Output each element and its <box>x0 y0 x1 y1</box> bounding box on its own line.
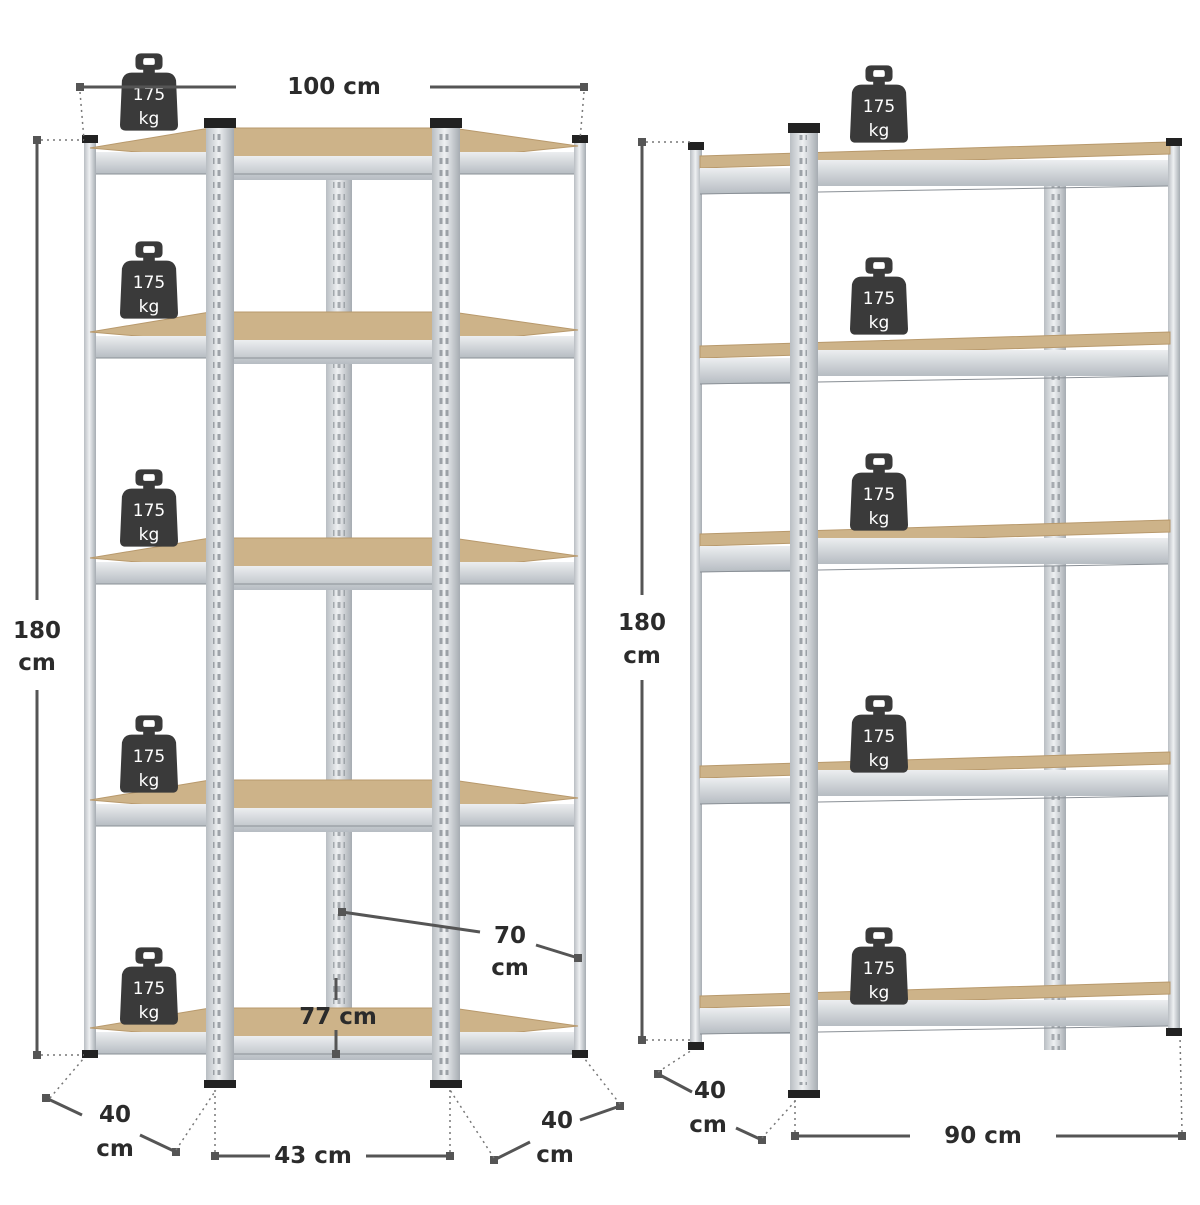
load-unit: kg <box>869 751 890 771</box>
load-value: 175 <box>863 97 895 117</box>
straight-shelf-1 <box>699 141 1171 195</box>
straight-shelf-3 <box>699 519 1171 573</box>
corner-width-label: 100 cm <box>287 74 381 100</box>
load-unit: kg <box>139 297 160 317</box>
dimension-lines <box>33 83 1186 1164</box>
rear-right-post-right-unit <box>1168 140 1180 1035</box>
load-value: 175 <box>863 289 895 309</box>
corner-left-depth-unit: cm <box>96 1136 134 1162</box>
corner-height-unit: cm <box>18 650 56 676</box>
straight-height-value: 180 <box>618 610 666 636</box>
rear-right-post <box>574 140 586 1055</box>
weight-icon: 175 kg <box>120 53 178 131</box>
straight-shelf-4 <box>699 751 1171 805</box>
load-unit: kg <box>139 1003 160 1023</box>
load-unit: kg <box>869 121 890 141</box>
weight-icon: 175 kg <box>850 695 908 773</box>
weight-icon: 175 kg <box>850 257 908 335</box>
straight-depth-value: 40 <box>694 1078 726 1104</box>
weight-icon: 175 kg <box>120 947 178 1025</box>
straight-height-unit: cm <box>623 643 661 669</box>
load-unit: kg <box>139 109 160 129</box>
load-unit: kg <box>869 983 890 1003</box>
corner-left-depth-value: 40 <box>99 1102 131 1128</box>
load-unit: kg <box>869 509 890 529</box>
corner-shelf-2 <box>89 311 579 364</box>
weight-icon: 175 kg <box>120 469 178 547</box>
weight-icon: 175 kg <box>120 715 178 793</box>
load-capacity-badges: 175 kg 175 kg 175 kg 175 kg 175 kg 175 kg 175 kg 175 kg… <box>120 53 908 1025</box>
weight-icon: 175 kg <box>120 241 178 319</box>
corner-right-depth-value: 40 <box>541 1108 573 1134</box>
corner-shelving-unit <box>82 118 588 1088</box>
straight-shelf-5 <box>699 981 1171 1035</box>
load-value: 175 <box>133 747 165 767</box>
straight-width-label: 90 cm <box>944 1123 1022 1149</box>
dimension-labels: 100 cm 180 cm 40 cm 43 cm 40 cm 70 cm 77… <box>13 74 1022 1169</box>
corner-inner-diagonal-unit: cm <box>491 955 529 981</box>
straight-shelves <box>699 141 1171 1035</box>
load-value: 175 <box>133 273 165 293</box>
corner-shelf-1 <box>89 127 579 180</box>
load-value: 175 <box>863 727 895 747</box>
rear-left-post <box>84 140 96 1055</box>
load-unit: kg <box>139 771 160 791</box>
load-value: 175 <box>863 959 895 979</box>
load-value: 175 <box>133 85 165 105</box>
straight-shelving-unit <box>688 123 1182 1098</box>
load-value: 175 <box>133 501 165 521</box>
corner-front-width-label: 43 cm <box>274 1143 352 1169</box>
weight-icon: 175 kg <box>850 65 908 143</box>
weight-icon: 175 kg <box>850 927 908 1005</box>
corner-inner-diagonal-value: 70 <box>494 923 526 949</box>
load-value: 175 <box>863 485 895 505</box>
load-unit: kg <box>139 525 160 545</box>
corner-right-depth-unit: cm <box>536 1142 574 1168</box>
straight-shelf-2 <box>699 331 1171 385</box>
rear-left-post-right-unit <box>690 145 702 1050</box>
corner-inner-depth-label: 77 cm <box>299 1004 377 1030</box>
weight-icon: 175 kg <box>850 453 908 531</box>
load-unit: kg <box>869 313 890 333</box>
straight-depth-unit: cm <box>689 1112 727 1138</box>
extension-lines <box>41 91 1183 1159</box>
corner-height-value: 180 <box>13 618 61 644</box>
load-value: 175 <box>133 979 165 999</box>
